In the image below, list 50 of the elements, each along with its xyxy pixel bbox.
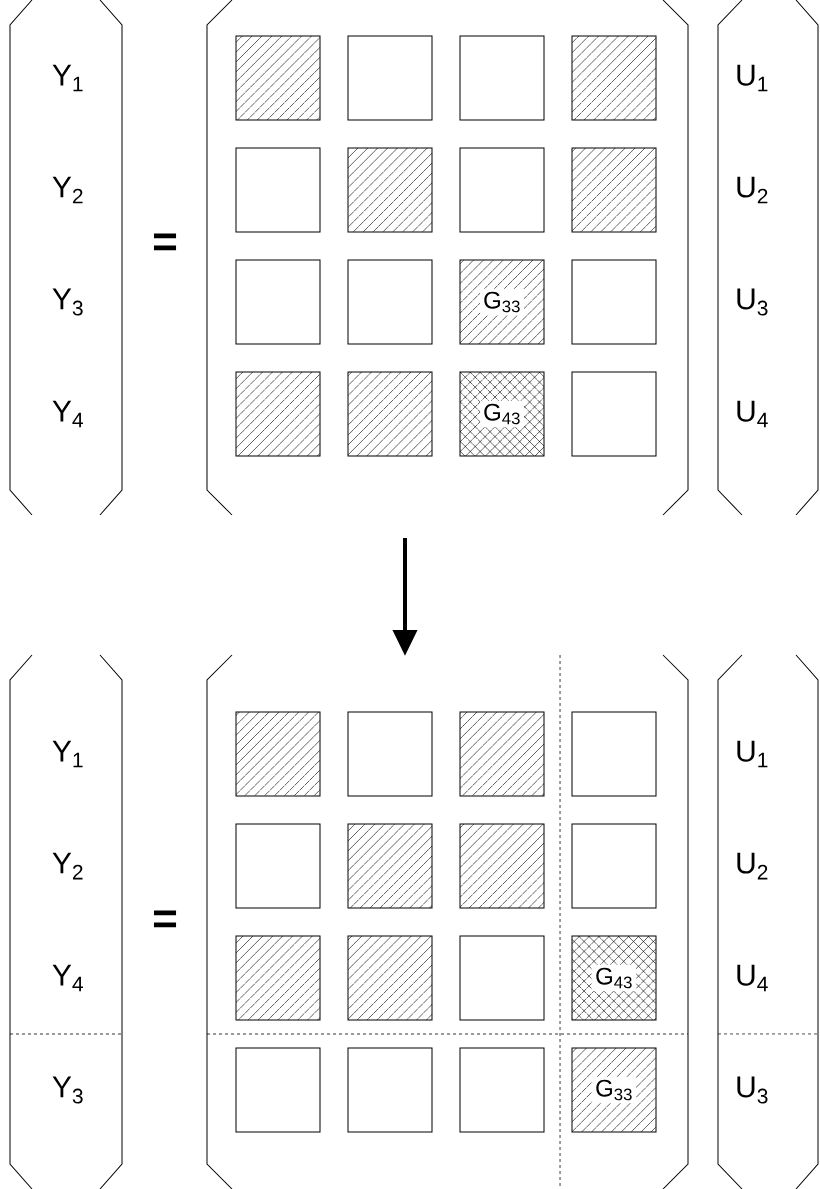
- vector-entry: Y$_{3}$: [52, 288, 83, 316]
- matrix-block: [459, 1047, 545, 1133]
- vector-entry: U$_{1}$: [737, 740, 768, 768]
- vector-entry: U$_{2}$: [737, 176, 768, 204]
- matrix-block: [235, 259, 321, 345]
- equals-sign: =: [153, 910, 177, 928]
- matrix-block: [347, 147, 433, 233]
- matrix-block: [571, 147, 657, 233]
- vector-entry: U$_{4}$: [737, 964, 768, 992]
- vector-entry: Y$_{4}$: [52, 400, 83, 428]
- matrix-block: [459, 711, 545, 797]
- vector-entry: U$_{1}$: [737, 64, 768, 92]
- matrix-block: G$_{33}$: [571, 1047, 657, 1133]
- matrix-block: [571, 711, 657, 797]
- matrix-block: [459, 823, 545, 909]
- matrix-block: G$_{33}$: [459, 259, 545, 345]
- matrix-block: [235, 823, 321, 909]
- matrix-block: G$_{43}$: [459, 371, 545, 457]
- vector-entry: Y$_{1}$: [52, 64, 83, 92]
- matrix-block: [571, 371, 657, 457]
- matrix-block: [459, 35, 545, 121]
- matrix-block: [235, 35, 321, 121]
- equals-sign: =: [153, 233, 177, 251]
- matrix-block: [571, 823, 657, 909]
- matrix-block: [571, 35, 657, 121]
- matrix-block: [347, 35, 433, 121]
- vector-entry: U$_{3}$: [737, 1076, 768, 1104]
- vector-entry: U$_{4}$: [737, 400, 768, 428]
- vector-entry: U$_{3}$: [737, 288, 768, 316]
- matrix-block: [347, 823, 433, 909]
- matrix-block: [347, 711, 433, 797]
- matrix-block: [235, 371, 321, 457]
- vector-entry: Y$_{1}$: [52, 740, 83, 768]
- matrix-block: [235, 711, 321, 797]
- matrix-block: [459, 147, 545, 233]
- matrix-block: [347, 259, 433, 345]
- vector-entry: Y$_{4}$: [52, 964, 83, 992]
- vector-entry: U$_{2}$: [737, 852, 768, 880]
- matrix-block: G$_{43}$: [571, 935, 657, 1021]
- vector-entry: Y$_{2}$: [52, 852, 83, 880]
- matrix-block: [347, 371, 433, 457]
- matrix-block: [235, 147, 321, 233]
- matrix-block: [347, 935, 433, 1021]
- matrix-block: [235, 935, 321, 1021]
- matrix-block: [347, 1047, 433, 1133]
- matrix-block: [459, 935, 545, 1021]
- matrix-block: [235, 1047, 321, 1133]
- vector-entry: Y$_{2}$: [52, 176, 83, 204]
- vector-entry: Y$_{3}$: [52, 1076, 83, 1104]
- matrix-block: [571, 259, 657, 345]
